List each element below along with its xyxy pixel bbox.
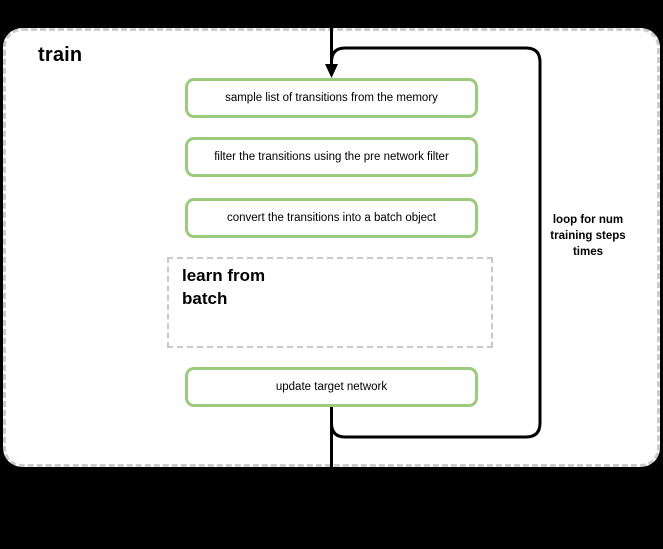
subprocess-learn-from-batch: learn from batch	[167, 257, 493, 348]
step-filter-transitions: filter the transitions using the pre net…	[185, 137, 478, 177]
step-convert-to-batch: convert the transitions into a batch obj…	[185, 198, 478, 238]
loop-annotation: loop for num training steps times	[550, 214, 626, 259]
step-sample-transitions: sample list of transitions from the memo…	[185, 78, 478, 118]
step-update-target-network: update target network	[185, 367, 478, 407]
train-group-label: train	[38, 44, 83, 66]
